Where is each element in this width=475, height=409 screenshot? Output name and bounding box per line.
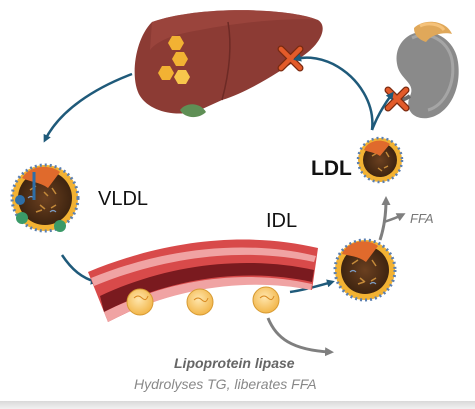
vldl-particle-icon (10, 163, 80, 233)
arrow-lipase-ffa (266, 317, 334, 357)
fat-droplet-icon (126, 288, 154, 316)
ldl-label: LDL (311, 157, 352, 180)
blood-vessel-icon (88, 239, 318, 322)
block-cross-icon (277, 45, 304, 72)
ffa-label: FFA (410, 211, 434, 226)
arrow-idl-to-ldl (378, 196, 391, 241)
arrow-ldl-to-liver (293, 53, 374, 131)
hydrolyses-label: Hydrolyses TG, liberates FFA (134, 376, 317, 392)
bottom-divider (0, 401, 475, 409)
idl-particle-icon (333, 238, 397, 302)
arrow-ffa (383, 213, 406, 224)
idl-label: IDL (266, 210, 298, 232)
arrow-ldl-to-kidney (370, 91, 394, 131)
fat-droplet-icon (252, 286, 280, 314)
ldl-particle-icon (356, 136, 404, 184)
fat-droplet-icon (186, 288, 214, 316)
vldl-label: VLDL (98, 188, 149, 210)
liver-icon (134, 10, 323, 118)
arrow-liver-to-vldl (43, 72, 133, 143)
lipoprotein-lipase-label: Lipoprotein lipase (174, 355, 295, 371)
kidney-icon (391, 21, 459, 119)
